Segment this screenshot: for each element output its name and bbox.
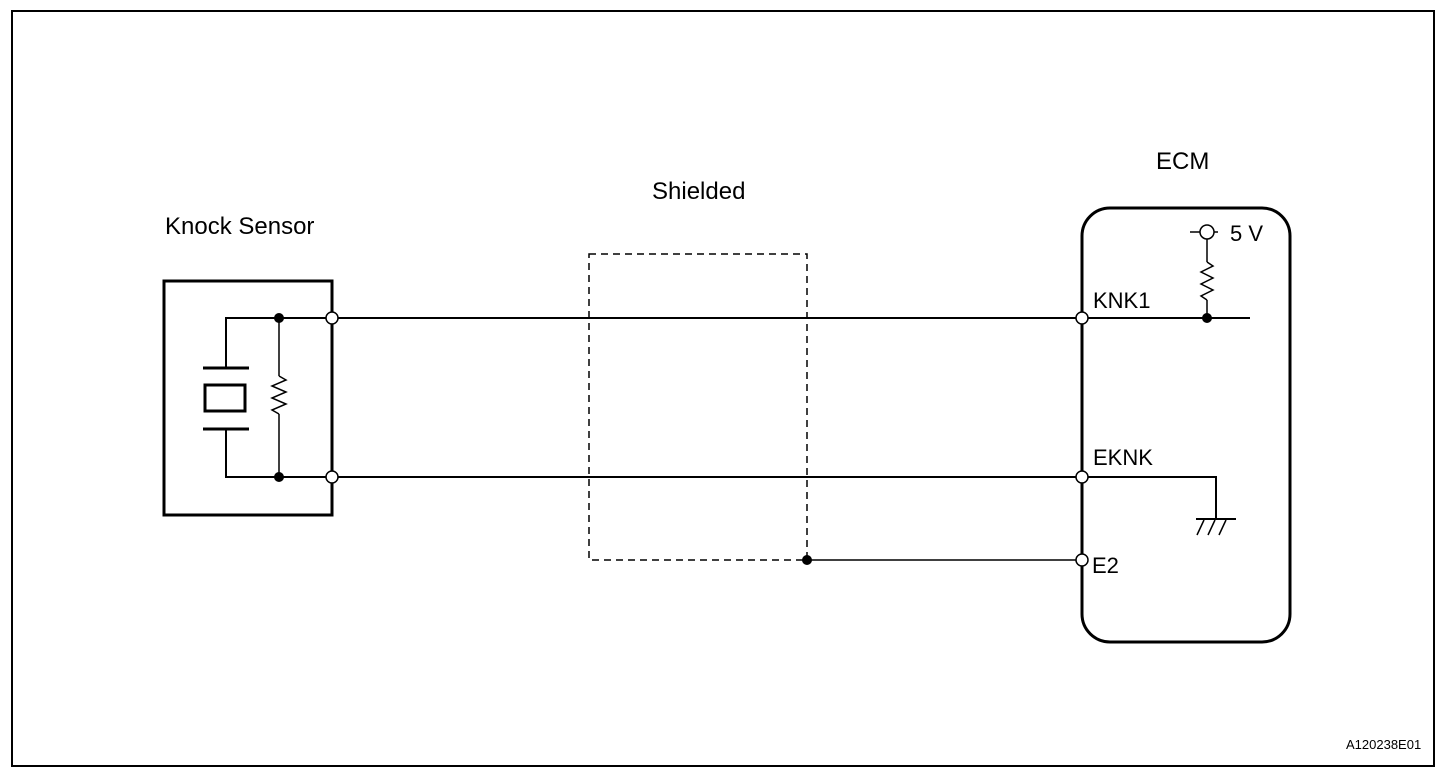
pin-label-e2: E2 (1092, 553, 1119, 578)
ecm: 5 V KNK1 EKNK E2 (1075, 206, 1292, 644)
ground-hatch-3 (1218, 519, 1227, 536)
sensor-terminal-1 (325, 311, 339, 325)
diagram-frame (11, 10, 1435, 767)
piezo-element (203, 383, 247, 413)
pin-label-knk1: KNK1 (1093, 288, 1150, 313)
ecm-eknk-internal (1088, 476, 1217, 518)
sensor-terminal-2 (325, 470, 339, 484)
ground-hatch-2 (1207, 519, 1216, 536)
sensor-top-wire (225, 317, 326, 367)
figure-code: A120238E01 (1346, 737, 1421, 752)
knock-sensor-label: Knock Sensor (165, 213, 314, 240)
ecm-box (1080, 206, 1292, 644)
sensor-junction-top (274, 313, 284, 323)
ecm-pin-eknk (1075, 470, 1089, 484)
shield-drain-junction (802, 555, 812, 565)
ecm-label: ECM (1156, 148, 1209, 175)
sensor-bottom-wire (225, 430, 326, 478)
pin-label-eknk: EKNK (1093, 445, 1153, 470)
knock-sensor-box (162, 279, 334, 517)
shield-boundary (588, 253, 808, 561)
ground-hatch-1 (1196, 519, 1205, 536)
pullup-resistor (1199, 261, 1215, 301)
voltage-label: 5 V (1230, 221, 1263, 246)
knock-sensor (162, 279, 334, 517)
sensor-junction-bottom (274, 472, 284, 482)
sensor-resistor (270, 375, 288, 415)
ecm-pin-e2 (1075, 553, 1089, 567)
ecm-knk1-junction (1202, 313, 1212, 323)
shielded-label: Shielded (652, 178, 745, 205)
ecm-pin-knk1 (1075, 311, 1089, 325)
supply-terminal (1199, 224, 1215, 240)
